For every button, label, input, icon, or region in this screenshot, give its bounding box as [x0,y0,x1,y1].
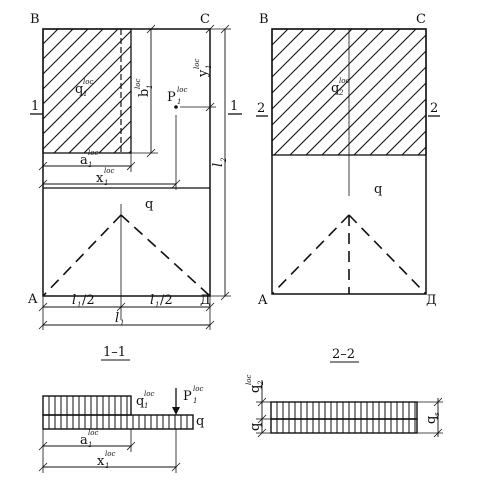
plan-1: B C A Д 1 1 q loc 1 P loc 1 b [27,12,242,330]
svg-text:P: P [183,389,192,404]
section-1-point-label: P loc 1 [183,385,203,405]
svg-text:loc: loc [105,450,115,458]
svg-text:x: x [97,454,105,469]
section-mark-1-right: 1 [230,99,238,114]
corner-b-label-2: B [259,12,269,27]
section-1-title: 1–1 [103,345,126,360]
svg-text:loc: loc [88,429,98,437]
svg-text:y: y [196,69,211,78]
dim-l2: l 2 [210,24,231,301]
corner-d-label: Д [200,293,211,308]
local-load-block-2 [270,401,418,420]
svg-text:l: l [72,293,76,308]
svg-text:l: l [211,163,226,167]
section-2-2: 2–2 q loc 2 q [245,347,443,438]
svg-text:loc: loc [245,375,253,385]
svg-text:1: 1 [146,85,154,89]
section-1-uniform-label: q [196,414,204,429]
section-2-dim-left: q loc 2 q [245,375,271,438]
svg-text:1: 1 [104,179,108,187]
svg-text:b: b [137,89,152,97]
svg-text:loc: loc [193,59,201,69]
yield-line-pattern-2 [271,214,427,295]
svg-text:1: 1 [155,301,159,309]
uniform-load-label-2: q [374,182,382,197]
svg-text:l: l [115,311,119,326]
svg-text:1: 1 [88,441,92,449]
svg-text:q: q [424,416,439,424]
local-load-area-2 [271,28,427,156]
svg-text:loc: loc [177,86,187,94]
svg-text:1: 1 [105,462,109,470]
svg-text:loc: loc [339,77,349,85]
svg-text:1: 1 [177,98,181,106]
svg-text:1: 1 [83,90,87,98]
svg-text:q: q [248,423,263,431]
section-2-title: 2–2 [332,347,355,362]
svg-text:1: 1 [88,161,92,169]
svg-text:loc: loc [193,385,203,393]
section-1-dim-x: x loc 1 [38,429,181,473]
svg-text:1: 1 [205,65,213,69]
plan-2: B C A Д 2 2 q loc 2 q [256,12,440,308]
section-1-1: 1–1 q loc 1 P loc 1 q a loc 1 [38,345,204,473]
corner-a-label-2: A [257,293,268,308]
svg-text:2: 2 [257,380,265,386]
corner-d-label-2: Д [426,293,437,308]
uniform-load-label-1: q [145,197,153,212]
dim-y1: y loc 1 [180,24,216,112]
point-load-arrow [172,388,180,415]
svg-text:a: a [80,433,88,448]
svg-text:2: 2 [338,89,344,97]
corner-a-label: A [27,292,38,307]
section-2-dim-right: q s [417,397,443,438]
svg-text:loc: loc [134,79,142,89]
section-1-dim-a: a loc 1 [38,429,136,473]
corner-c-label: C [200,12,210,27]
svg-text:loc: loc [144,390,154,398]
svg-text:q: q [248,385,263,393]
svg-text:2: 2 [220,157,228,163]
point-load-label: P loc 1 [167,86,187,106]
svg-text:1: 1 [193,397,197,405]
yield-line-pattern-1 [42,214,211,297]
section-mark-2-left: 2 [257,101,265,116]
svg-text:q: q [331,81,339,96]
local-load-label-2: q loc 2 [331,77,349,97]
dim-a1: a loc 1 [38,149,136,172]
svg-text:s: s [433,412,441,416]
svg-text:1: 1 [77,301,81,309]
svg-text:loc: loc [88,149,98,157]
svg-text:l: l [150,293,154,308]
section-mark-1-left: 1 [31,99,39,114]
svg-text:1: 1 [144,402,148,410]
svg-text:x: x [96,171,104,186]
svg-text:a: a [80,153,88,168]
local-load-block-1 [42,395,132,416]
uniform-load-strip-1 [42,414,194,430]
svg-text:P: P [167,90,176,105]
dim-b1: b loc 1 [131,24,158,158]
plan-1-outline [42,28,211,297]
local-load-area-1 [42,28,132,154]
corner-b-label: B [30,12,40,27]
uniform-load-strip-2 [270,418,418,434]
section-mark-2-right: 2 [430,101,438,116]
point-load-marker [174,105,178,109]
dim-l1: l 1 [38,311,215,330]
svg-text:1: 1 [120,319,124,327]
svg-text:/2: /2 [82,293,95,308]
svg-text:loc: loc [104,167,114,175]
section-1-load-label: q loc 1 [136,390,154,410]
svg-text:/2: /2 [160,293,173,308]
svg-text:q: q [75,82,83,97]
local-load-label-1: q loc 1 [75,78,93,98]
corner-c-label-2: C [416,12,426,27]
svg-text:loc: loc [83,78,93,86]
dim-l1-half: l 1 /2 l 1 /2 [38,293,215,330]
svg-text:q: q [136,394,144,409]
dim-x1: x loc 1 [38,115,181,190]
